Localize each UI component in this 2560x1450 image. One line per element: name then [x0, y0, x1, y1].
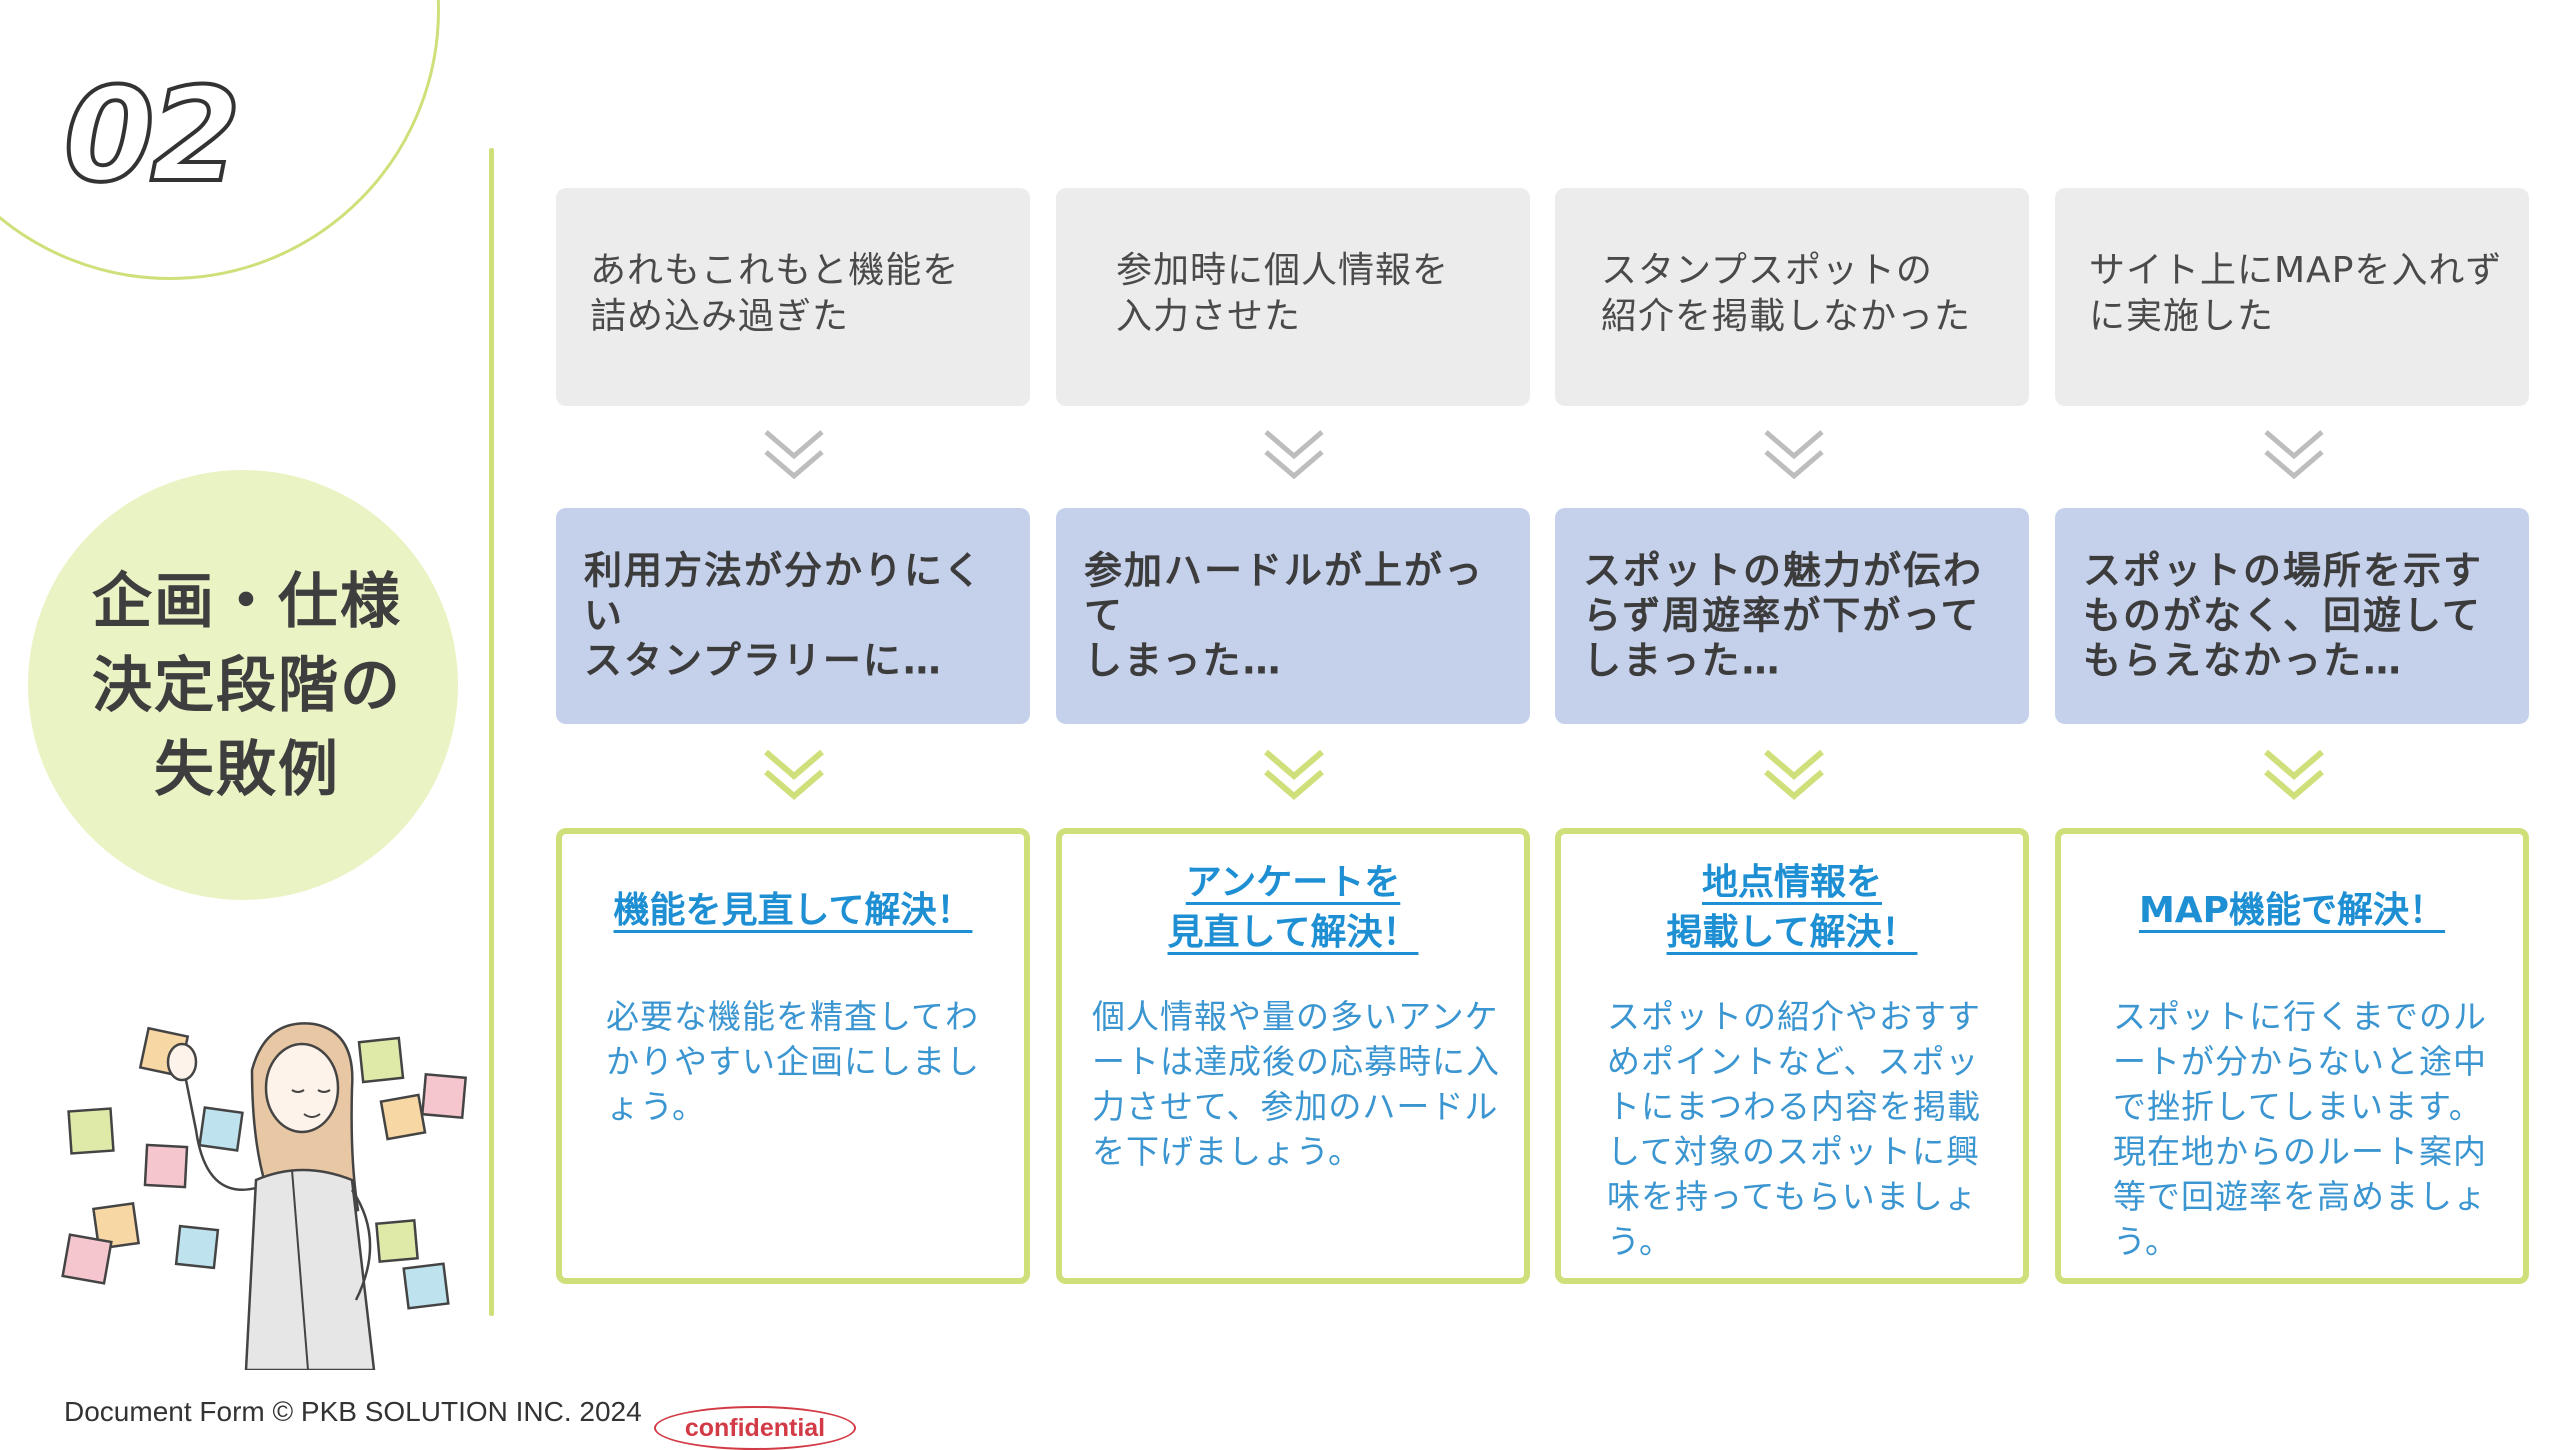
solution-card-3: 地点情報を 掲載して解決！ スポットの紹介やおすすめポイントなど、スポットにまつ…	[1555, 828, 2029, 1284]
chevron-down-icon	[1764, 749, 1824, 800]
solution-title: MAP機能で解決！	[2138, 890, 2446, 931]
problem-card-3: スタンプスポットの 紹介を掲載しなかった	[1555, 188, 2029, 406]
chevron-down-icon	[1264, 749, 1324, 800]
vertical-divider	[489, 148, 494, 1316]
problem-text: スタンプスポットの 紹介を掲載しなかった	[1601, 250, 1972, 337]
solution-body: スポットに行くまでのルートが分からないと途中で挫折してしまいます。現在地からのル…	[2113, 997, 2487, 1261]
solution-body: 個人情報や量の多いアンケートは達成後の応募時に入力させて、参加のハードルを下げま…	[1092, 997, 1500, 1171]
solution-card-4: MAP機能で解決！ スポットに行くまでのルートが分からないと途中で挫折してしまい…	[2055, 828, 2529, 1284]
solution-card-1: 機能を見直して解決！ 必要な機能を精査してわかりやすい企画にしましょう。	[556, 828, 1030, 1284]
confidential-badge: confidential	[654, 1406, 856, 1450]
problem-text: 参加時に個人情報を 入力させた	[1116, 250, 1450, 337]
title-circle	[28, 470, 458, 900]
section-number: 02	[62, 59, 243, 211]
chevron-down-icon	[764, 430, 824, 480]
result-text: スポットの場所を示すものがなく、回遊してもらえなかった…	[2083, 548, 2484, 683]
solution-title: アンケートを 見直して解決！	[1167, 862, 1419, 953]
result-card-2: 参加ハードルが上がって しまった…	[1056, 508, 1530, 724]
result-text: スポットの魅力が伝わらず周遊率が下がってしまった…	[1583, 548, 1984, 683]
person-with-sticky-notes-illustration	[61, 1022, 468, 1370]
solution-body: 必要な機能を精査してわかりやすい企画にしましょう。	[606, 997, 980, 1126]
chevron-down-icon	[1264, 430, 1324, 480]
solution-card-2: アンケートを 見直して解決！ 個人情報や量の多いアンケートは達成後の応募時に入力…	[1056, 828, 1530, 1284]
problem-text: サイト上にMAPを入れずに実施した	[2089, 250, 2503, 337]
chevron-down-icon	[2264, 430, 2324, 480]
problem-text: あれもこれもと機能を 詰め込み過ぎた	[590, 250, 960, 337]
result-card-3: スポットの魅力が伝わらず周遊率が下がってしまった…	[1555, 508, 2029, 724]
section-title: 企画・仕様 決定段階の 失敗例	[92, 567, 402, 805]
result-text: 利用方法が分かりにくい スタンプラリーに…	[584, 548, 984, 683]
solution-body: スポットの紹介やおすすめポイントなど、スポットにまつわる内容を掲載して対象のスポ…	[1607, 997, 1981, 1261]
chevron-down-icon	[2264, 749, 2324, 800]
problem-card-4: サイト上にMAPを入れずに実施した	[2055, 188, 2529, 406]
problem-card-1: あれもこれもと機能を 詰め込み過ぎた	[556, 188, 1030, 406]
result-card-4: スポットの場所を示すものがなく、回遊してもらえなかった…	[2055, 508, 2529, 724]
result-card-1: 利用方法が分かりにくい スタンプラリーに…	[556, 508, 1030, 724]
problem-card-2: 参加時に個人情報を 入力させた	[1056, 188, 1530, 406]
chevron-down-icon	[1764, 430, 1824, 480]
solution-title: 機能を見直して解決！	[613, 890, 973, 931]
result-text: 参加ハードルが上がって しまった…	[1084, 548, 1485, 683]
solution-title: 地点情報を 掲載して解決！	[1666, 862, 1918, 953]
chevron-down-icon	[764, 749, 824, 800]
footer-copyright: Document Form © PKB SOLUTION INC. 2024	[64, 1396, 642, 1427]
